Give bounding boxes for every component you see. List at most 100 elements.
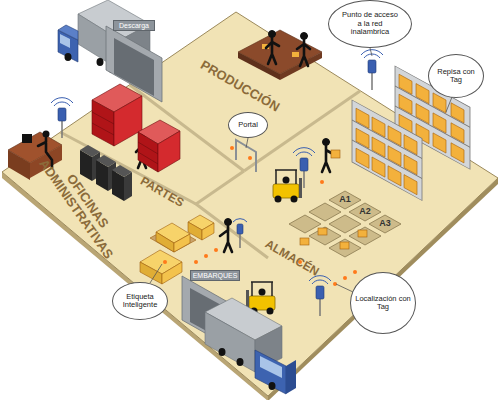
leader-line [246, 138, 248, 148]
rfid-tag [343, 276, 347, 280]
storage-shelf [404, 155, 417, 175]
grid-cell-label: A1 [339, 195, 351, 204]
office-desk [22, 134, 32, 143]
storage-shelf [451, 103, 464, 123]
forklift [283, 177, 290, 184]
worker-figure [323, 139, 330, 146]
grid-box [358, 230, 367, 237]
shipping-truck [255, 350, 286, 394]
production-table [238, 30, 322, 80]
pallet-stack [156, 232, 174, 252]
node-text: Portal [238, 121, 258, 129]
rfid-tag [248, 156, 252, 160]
unloading-truck [60, 34, 70, 48]
server-rack [124, 172, 132, 201]
forklift [259, 289, 266, 296]
node-text: Localización con Tag [355, 295, 411, 312]
forklift [275, 170, 297, 184]
storage-shelf [388, 126, 401, 146]
storage-shelf [356, 148, 369, 168]
server-rack [112, 165, 132, 177]
callout-bubble: Etiqueta Inteligente [112, 282, 168, 320]
storage-shelf [352, 100, 422, 201]
access-point [300, 158, 308, 171]
portal-frame [236, 140, 256, 172]
floor-grid [329, 191, 361, 209]
storage-shelf [356, 108, 369, 128]
access-point [58, 108, 66, 121]
storage-shelf [416, 104, 429, 124]
forklift [299, 178, 302, 198]
worker-figure [301, 33, 308, 40]
server-rack [96, 155, 116, 167]
carried-box [331, 150, 340, 158]
access-point [51, 50, 383, 316]
shipping-truck [219, 348, 226, 356]
access-point [61, 120, 63, 138]
grid-box [300, 238, 309, 245]
access-point [51, 98, 73, 138]
forklift [267, 308, 274, 315]
node-text: Punto de acceso a la red inalambrica [339, 11, 401, 36]
node-text: Repisa con Tag [434, 68, 478, 85]
floor-grid [289, 191, 401, 257]
access-point [368, 60, 376, 73]
leader-line [150, 264, 162, 283]
storage-shelf [399, 94, 412, 114]
access-point [51, 98, 73, 106]
leader-line [370, 48, 372, 56]
parts-cabinet [92, 84, 180, 172]
shipping-truck [237, 358, 244, 366]
forklift [273, 170, 302, 203]
forklift [291, 196, 298, 203]
parts-cabinet [92, 100, 114, 146]
callout-bubble: Repisa con Tag [428, 54, 484, 98]
grid-box [318, 228, 327, 235]
node-text: Etiqueta Inteligente [116, 293, 164, 310]
storage-shelf [372, 137, 385, 157]
callout-bubble: Punto de acceso a la red inalambrica [328, 0, 412, 48]
pallet-stack [162, 262, 182, 284]
leader-line [150, 48, 452, 292]
storage-shelf [388, 146, 401, 166]
server-rack [80, 145, 100, 157]
worker-figure [225, 219, 232, 226]
floor-grid [289, 215, 321, 233]
pallet-stack [140, 262, 162, 284]
carried-box [331, 150, 340, 158]
rfid-tag [194, 260, 198, 264]
parts-cabinet [158, 131, 180, 172]
rfid-tag [320, 180, 324, 184]
access-point [237, 224, 243, 234]
unloading-truck [65, 53, 72, 61]
shipping-truck [269, 382, 276, 390]
pallet-stack [188, 222, 202, 240]
access-point [293, 148, 315, 188]
floor-grid [309, 203, 341, 221]
storage-shelf [451, 123, 464, 143]
leader-line [336, 284, 353, 292]
portal-frame [236, 140, 256, 172]
gate-sign: EMBARQUES [190, 270, 240, 281]
shipping-truck [286, 360, 296, 394]
worker-figure [266, 38, 279, 64]
storage-shelf [372, 157, 385, 177]
storage-shelf [352, 100, 422, 201]
pallet-stack [174, 234, 190, 252]
access-point [319, 298, 321, 316]
storage-shelf [352, 120, 422, 179]
zone-wall [130, 85, 244, 171]
shipping-truck [260, 356, 282, 378]
access-point [233, 219, 247, 248]
floor-grid [369, 215, 401, 233]
zone-wall [196, 171, 268, 258]
grid-cell-label: A2 [359, 207, 371, 216]
grid-box [340, 242, 349, 249]
grid-cell-label: A3 [379, 219, 391, 228]
floor-grid [329, 239, 361, 257]
office-desk [43, 131, 50, 138]
floor-grid [349, 227, 381, 245]
worker-figure [220, 226, 232, 252]
